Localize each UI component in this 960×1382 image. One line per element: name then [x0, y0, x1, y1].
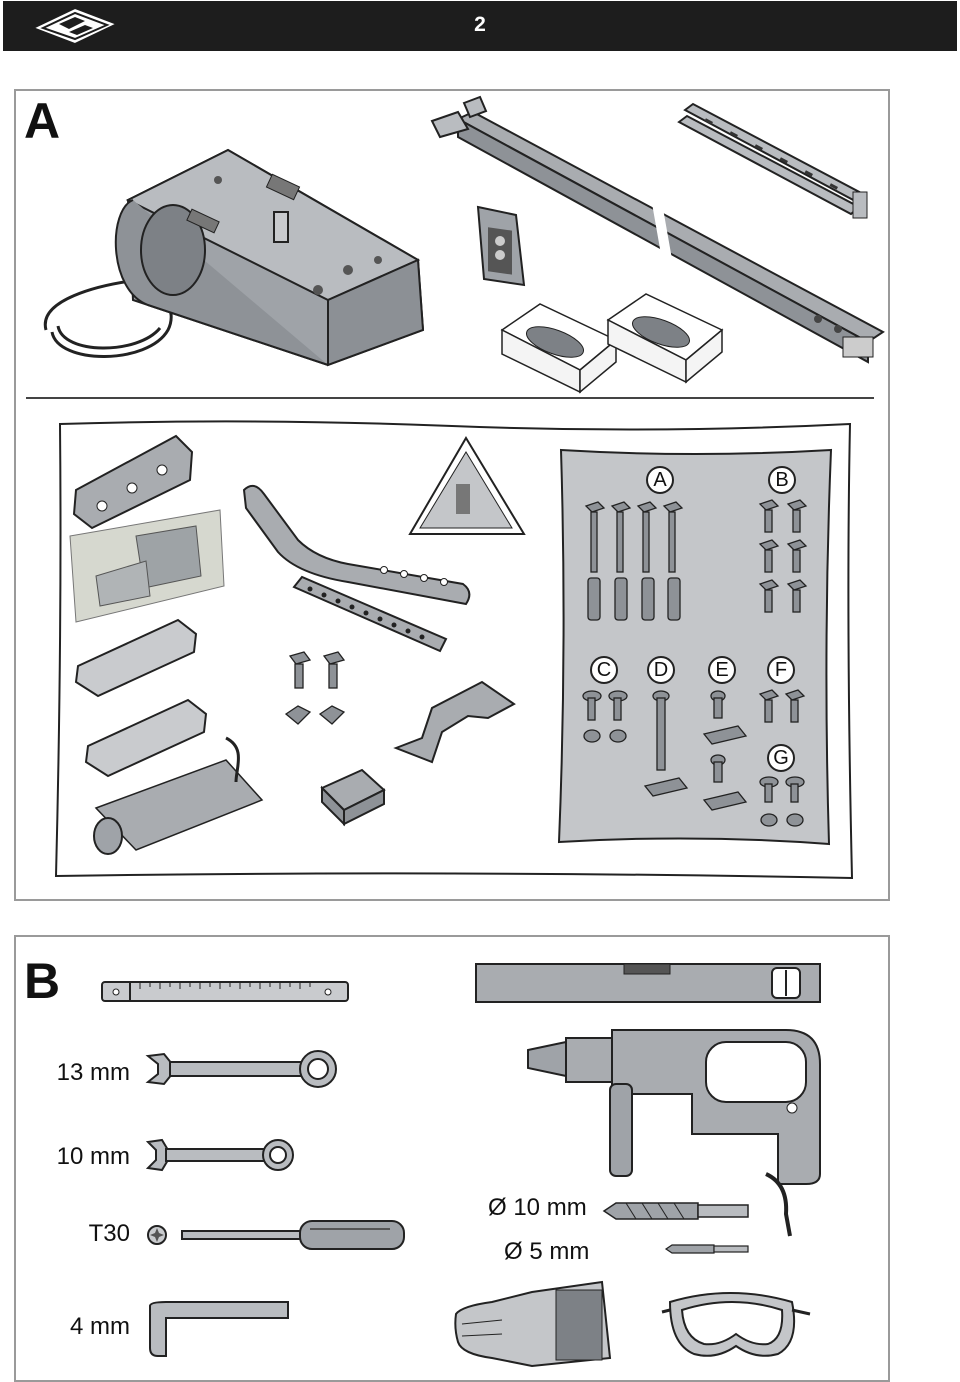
page-header: 2 [3, 1, 957, 51]
drill-bit-10mm-label: Ø 10 mm [488, 1194, 587, 1221]
hex-screws-icon [758, 499, 808, 613]
drill-bit-5mm-icon [664, 1244, 749, 1254]
warning-label-icon [408, 436, 526, 535]
remote-control-icon [476, 205, 526, 287]
bracket-photo-icon [69, 509, 225, 623]
spirit-level-icon [475, 963, 821, 1003]
wrench-13mm-label: 13 mm [56, 1059, 130, 1086]
bag-label-c: C [590, 656, 618, 684]
straight-door-arm-icon [292, 575, 448, 653]
torx-screwdriver-icon [181, 1220, 405, 1250]
torx-bit-icon [147, 1225, 167, 1245]
section-a-letter: A [24, 93, 61, 149]
rail-connector-icon [320, 768, 386, 827]
drill-bit-5mm-label: Ø 5 mm [504, 1238, 590, 1265]
ceiling-suspension-bracket-icon [677, 102, 868, 219]
cover-plate-icon [74, 618, 198, 698]
cover-plate-icon [84, 698, 208, 778]
bag-label-a: A [646, 466, 674, 494]
bag-label-e: E [708, 656, 736, 684]
flange-screws-icon [758, 689, 806, 723]
operator-motor-unit-icon [43, 148, 425, 367]
boxed-transmitter-icon [500, 303, 618, 394]
z-bracket-icon [393, 680, 516, 764]
hex-bolts-nuts-icon [284, 651, 346, 725]
door-bracket-icon [72, 434, 194, 530]
boxed-transmitter-icon [606, 293, 724, 384]
bag-label-f: F [767, 656, 795, 684]
wood-screws-icon [584, 501, 684, 621]
carriage-bolts-nuts-icon [582, 690, 628, 743]
bag-label-b: B [768, 466, 796, 494]
drill-bit-10mm-icon [602, 1202, 749, 1220]
curved-door-arm-icon [242, 484, 471, 606]
section-b-letter: B [24, 953, 61, 1009]
folding-rule-icon [101, 981, 349, 1002]
short-pins-with-clips-icon [702, 690, 748, 811]
bag-label-g: G [767, 744, 795, 772]
wrench-10mm-label: 10 mm [56, 1143, 130, 1170]
gloves-icon [454, 1280, 612, 1368]
page-number: 2 [474, 13, 486, 36]
long-pin-with-clip-icon [643, 690, 689, 797]
combination-wrench-10mm-icon [145, 1138, 294, 1172]
safety-goggles-icon [661, 1292, 811, 1357]
emergency-release-cord-icon [93, 736, 264, 855]
screwdriver-t30-label: T30 [88, 1220, 130, 1247]
bolts-with-nuts-icon [759, 776, 805, 827]
section-divider [26, 397, 874, 399]
allen-key-4mm-label: 4 mm [70, 1313, 130, 1340]
bag-label-d: D [647, 656, 675, 684]
power-drill-icon [527, 1029, 821, 1237]
guide-rail-icon [430, 95, 885, 364]
allen-key-icon [149, 1301, 289, 1357]
hardware-bag-icon [557, 448, 833, 846]
brand-logo-icon [30, 6, 120, 46]
combination-wrench-13mm-icon [145, 1050, 337, 1088]
